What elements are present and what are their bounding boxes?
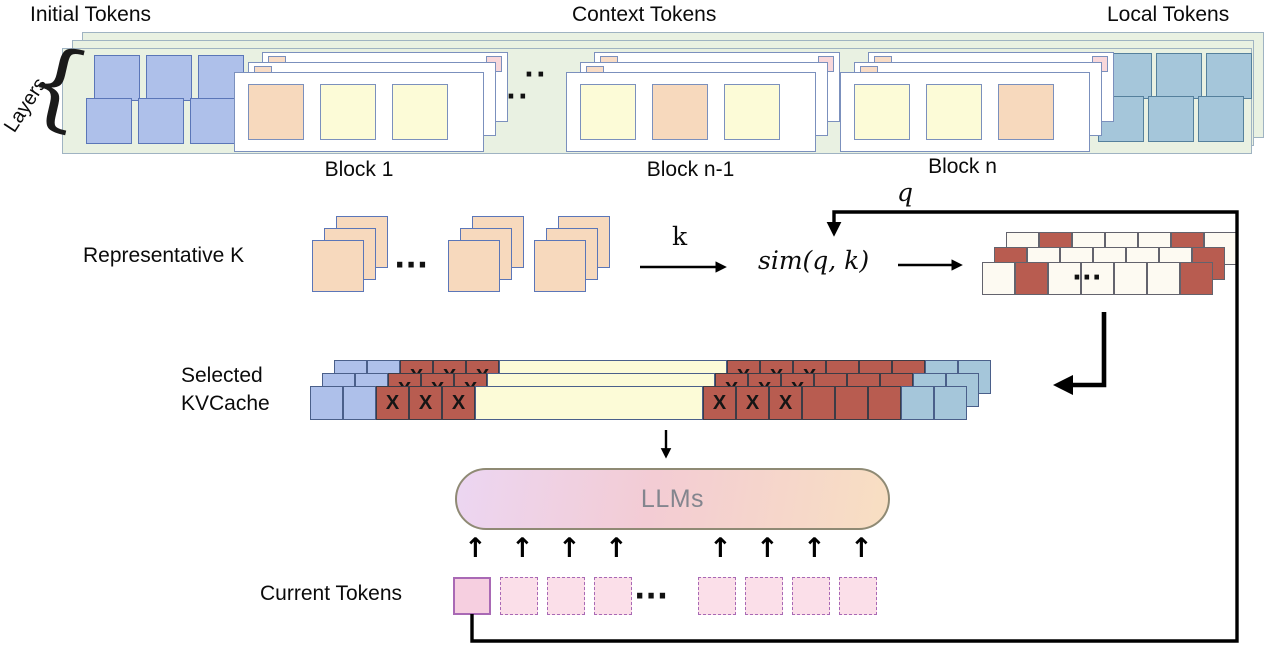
context-token-square xyxy=(652,84,708,140)
local-token-square xyxy=(1198,96,1244,142)
context-token-square xyxy=(724,84,780,140)
up-arrow-icon: ↑ xyxy=(803,533,826,564)
current-token-square xyxy=(453,577,491,615)
up-arrow-icon: ↑ xyxy=(850,533,873,564)
context-ellipsis-upper: ·· xyxy=(524,60,548,90)
selected-kvcache-label-line1: Selected xyxy=(181,364,263,387)
current-tokens-ellipsis: ··· xyxy=(634,579,669,614)
kvcache-cell xyxy=(310,386,343,420)
kvcache-cell xyxy=(868,386,901,420)
context-token-square xyxy=(248,84,304,140)
q-label: q xyxy=(897,178,914,207)
sim-result-cell xyxy=(1180,262,1213,295)
context-token-square xyxy=(392,84,448,140)
sim-result-ellipsis: ··· xyxy=(1072,263,1102,293)
local-token-square xyxy=(1148,96,1194,142)
up-arrow-icon: ↑ xyxy=(511,533,534,564)
sim-result-cell xyxy=(1147,262,1180,295)
context-token-square xyxy=(580,84,636,140)
local-token-square xyxy=(1206,53,1252,99)
current-token-dashed-square xyxy=(547,577,585,615)
sim-label: sim(q, k) xyxy=(758,246,870,275)
k-label: k xyxy=(672,222,688,251)
context-ellipsis-lower: ·· xyxy=(506,82,530,112)
up-arrow-icon: ↑ xyxy=(464,533,487,564)
representative-k-square xyxy=(534,240,586,292)
initial-token-square xyxy=(94,55,140,101)
representative-k-square xyxy=(448,240,500,292)
up-arrow-icon: ↑ xyxy=(709,533,732,564)
up-arrow-icon: ↑ xyxy=(605,533,628,564)
kvcache-cell xyxy=(934,386,967,420)
initial-tokens-label: Initial Tokens xyxy=(30,3,152,26)
kvcache-cell xyxy=(802,386,835,420)
block-n-1-label: Block n-1 xyxy=(646,158,735,181)
llms-label: LLMs xyxy=(640,484,705,513)
context-token-square xyxy=(998,84,1054,140)
context-token-square xyxy=(926,84,982,140)
initial-token-square xyxy=(138,98,184,144)
block-n-label: Block n xyxy=(928,155,997,178)
representative-ellipsis: ··· xyxy=(394,248,429,283)
current-token-dashed-square xyxy=(500,577,538,615)
kvcache-x-cell: X xyxy=(736,386,769,420)
block-1-label: Block 1 xyxy=(324,158,394,181)
initial-token-square xyxy=(190,98,236,144)
initial-token-square xyxy=(146,55,192,101)
kvcache-cell xyxy=(835,386,868,420)
representative-k-label: Representative K xyxy=(83,244,245,267)
current-token-dashed-square xyxy=(594,577,632,615)
current-tokens-label: Current Tokens xyxy=(260,582,403,605)
kvcache-cell xyxy=(343,386,376,420)
context-token-square xyxy=(320,84,376,140)
sim-result-cell xyxy=(982,262,1015,295)
context-token-square xyxy=(854,84,910,140)
local-tokens-label: Local Tokens xyxy=(1107,3,1230,26)
kvcache-x-cell: X xyxy=(769,386,802,420)
local-token-square xyxy=(1156,53,1202,99)
kvcache-cell xyxy=(475,386,703,420)
sim-result-cell xyxy=(1015,262,1048,295)
up-arrow-icon: ↑ xyxy=(558,533,581,564)
current-token-dashed-square xyxy=(698,577,736,615)
kvcache-x-cell: X xyxy=(409,386,442,420)
context-tokens-label: Context Tokens xyxy=(572,3,717,26)
initial-token-square xyxy=(86,98,132,144)
representative-k-square xyxy=(312,240,364,292)
kvcache-x-cell: X xyxy=(442,386,475,420)
kvcache-x-cell: X xyxy=(376,386,409,420)
kvcache-x-cell: X xyxy=(703,386,736,420)
current-token-dashed-square xyxy=(745,577,783,615)
current-token-dashed-square xyxy=(839,577,877,615)
sim-result-cell xyxy=(1114,262,1147,295)
selected-kvcache-label-line2: KVCache xyxy=(181,392,270,415)
llms-box: LLMs xyxy=(455,468,890,530)
kvcache-cell xyxy=(901,386,934,420)
current-token-dashed-square xyxy=(792,577,830,615)
up-arrow-icon: ↑ xyxy=(756,533,779,564)
